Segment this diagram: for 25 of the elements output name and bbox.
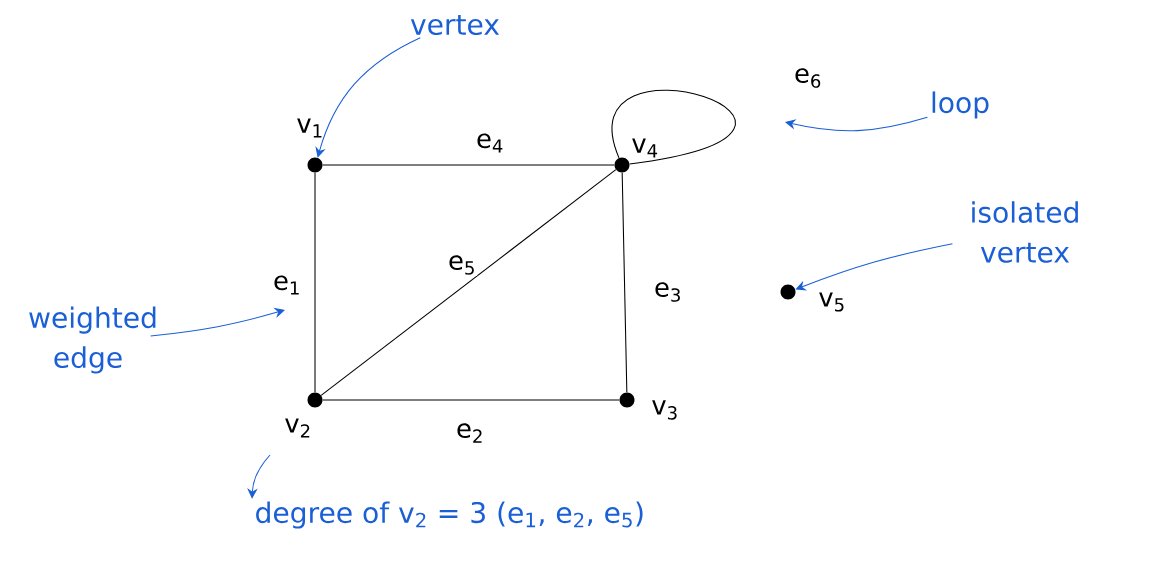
annotation-text: isolated vertex — [972, 201, 1078, 263]
arrow — [795, 243, 953, 291]
loop-edge — [611, 90, 735, 165]
graph-edge — [314, 172, 316, 393]
vertex-label: v$_{5}$ — [819, 292, 844, 312]
vertex-label: v$_{1}$ — [297, 118, 322, 138]
graph-edge — [322, 399, 620, 401]
edge-label: e$_{2}$ — [454, 422, 486, 444]
edge-label: e$_{4}$ — [474, 132, 506, 154]
annotation-text: loop — [932, 91, 989, 119]
graph-edge — [322, 164, 615, 166]
annotation-text: degree of v$_{2}$ = 3 (e$_{1}$, e$_{2}$, e$_{5}$) — [256, 501, 643, 529]
annotation-text: weighted edge — [29, 306, 156, 374]
vertex-label: v$_{3}$ — [652, 400, 677, 420]
graph-edge — [320, 169, 617, 396]
arrow — [315, 37, 421, 158]
arrow — [150, 307, 285, 337]
vertex-label: v$_{4}$ — [632, 138, 658, 158]
edge-label: e$_{5}$ — [446, 254, 478, 276]
graph-edge — [621, 172, 628, 393]
arrow — [247, 454, 271, 499]
vertex-label: v$_{2}$ — [285, 418, 310, 438]
annotation-text: vertex — [410, 14, 500, 36]
edge-label: e$_{1}$ — [271, 274, 303, 296]
arrow — [785, 116, 928, 132]
